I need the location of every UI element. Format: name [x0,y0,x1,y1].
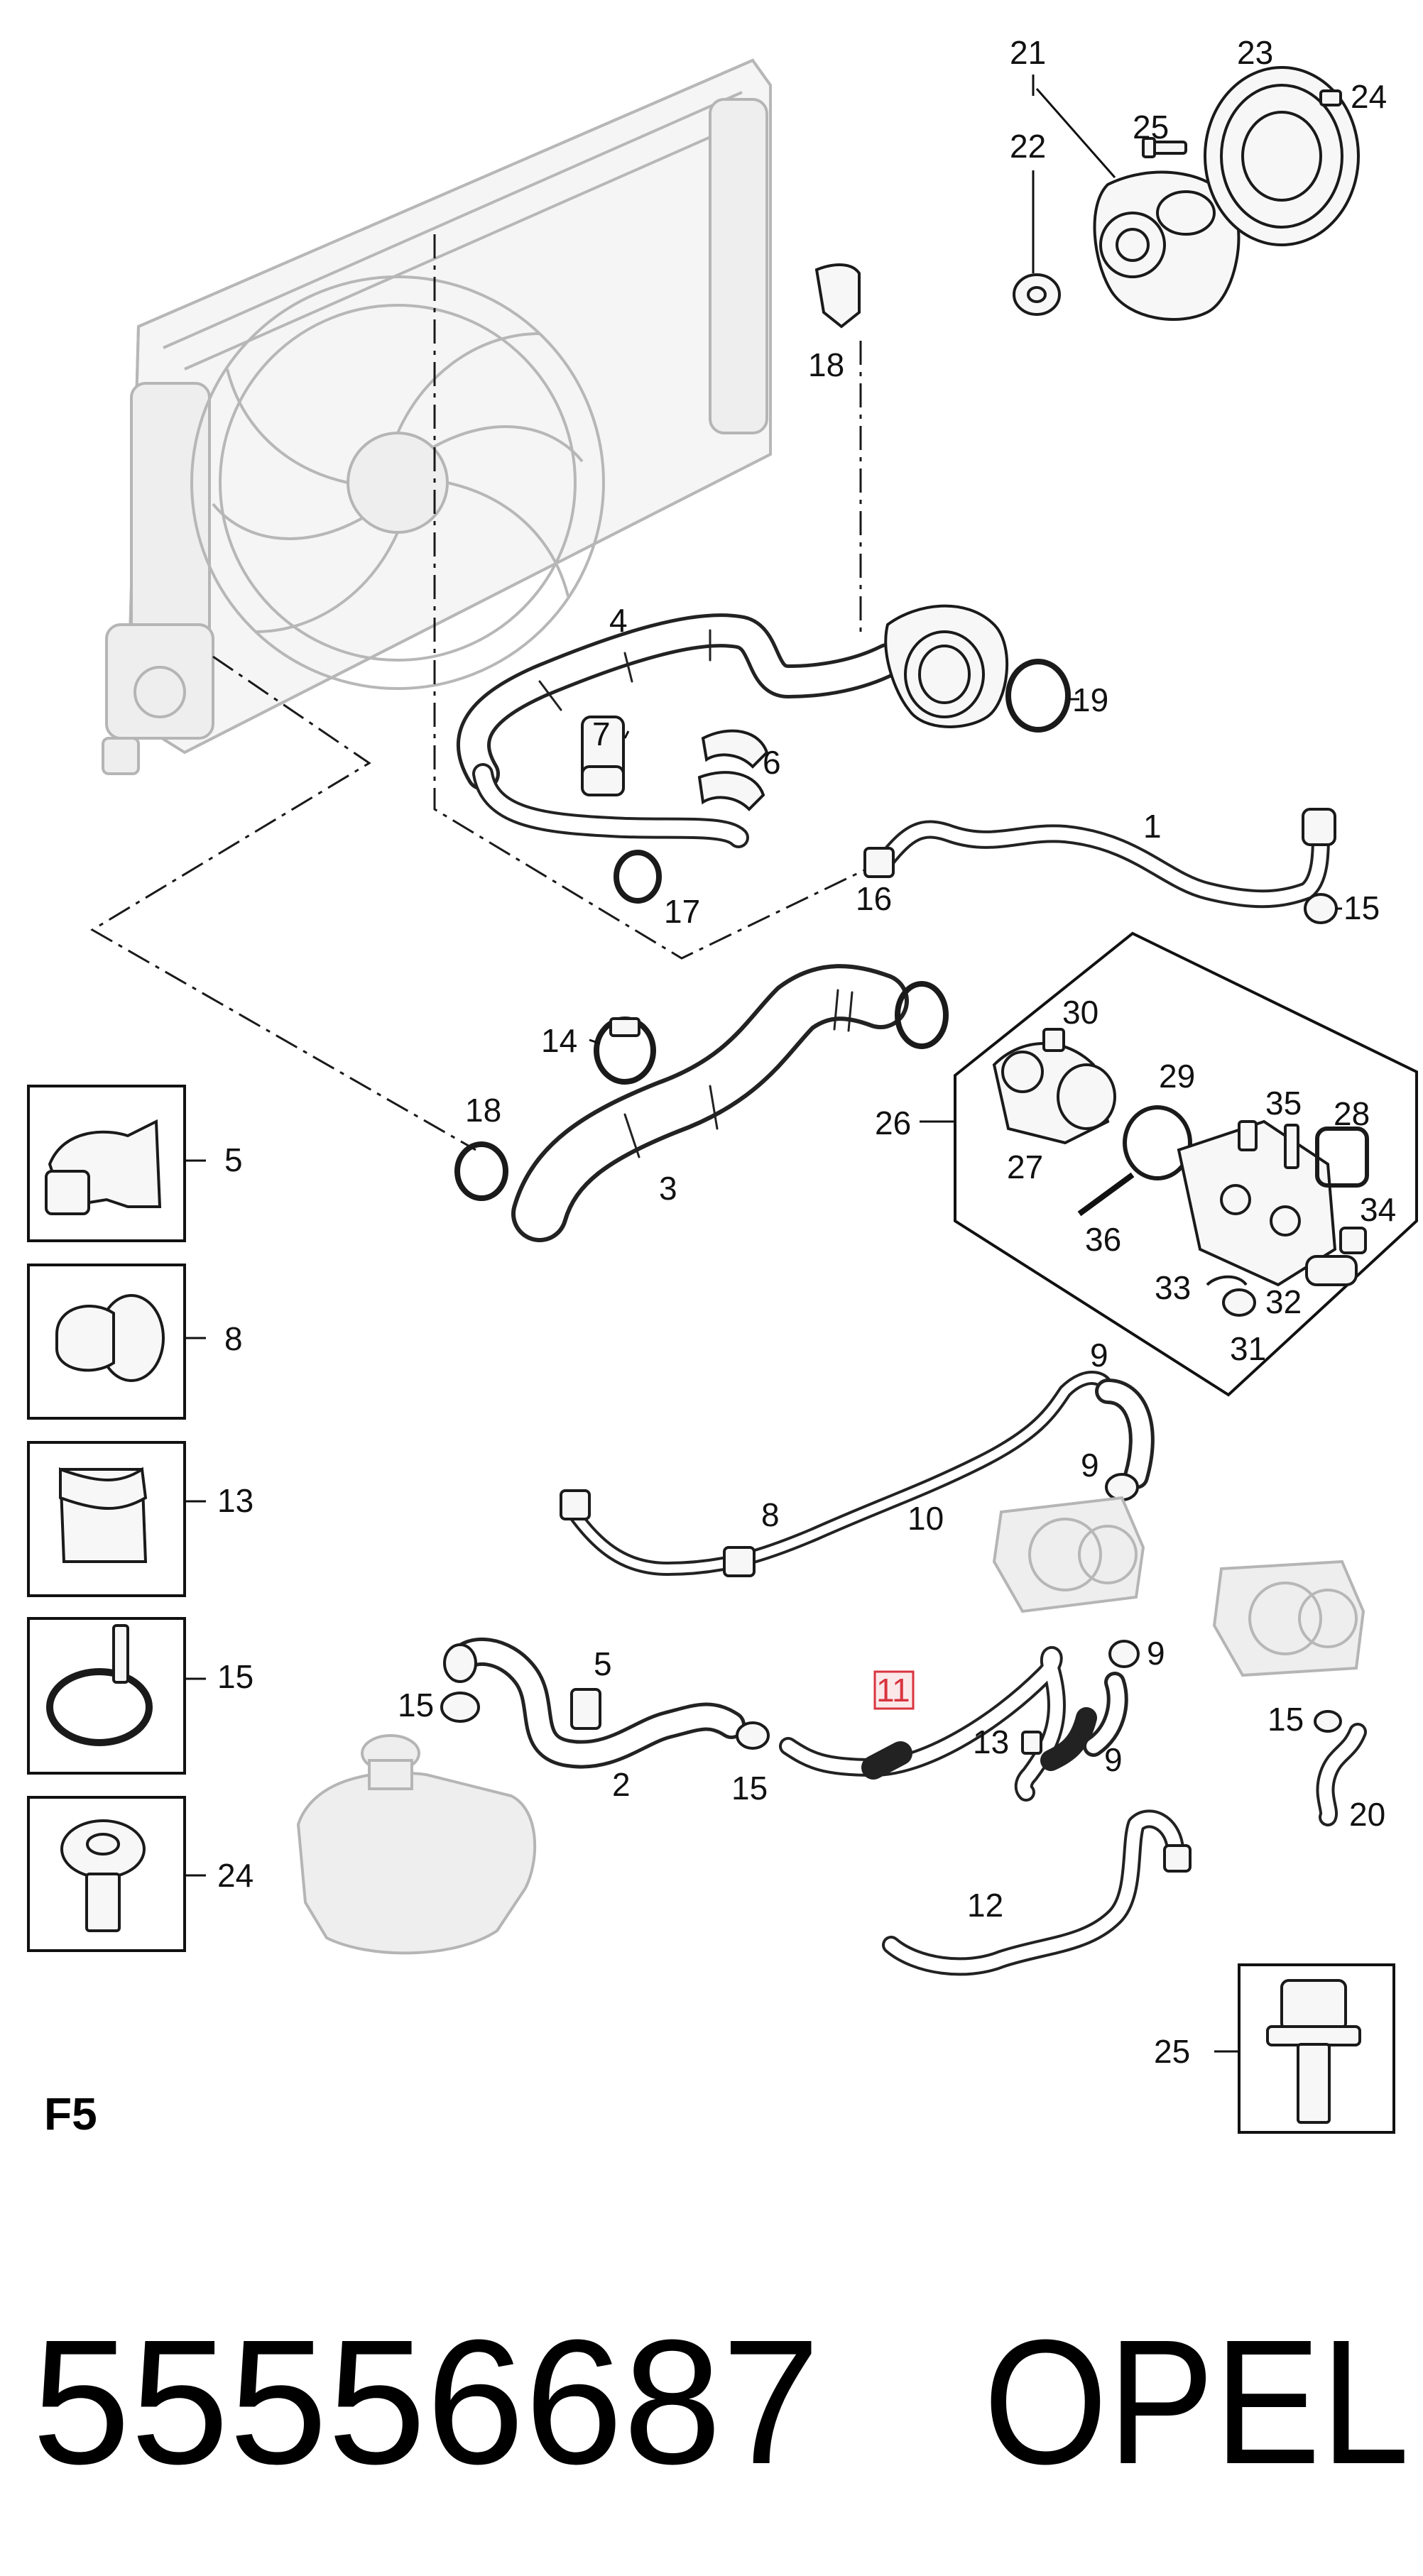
callout-11: 11 [876,1672,910,1709]
water-pump [1093,170,1241,321]
pump-seal-ring [1013,273,1061,316]
callout-36: 36 [1085,1221,1121,1258]
callout-35: 35 [1265,1085,1302,1122]
callout-15b: 15 [217,1658,253,1695]
callout-33: 33 [1155,1269,1191,1306]
callout-7: 7 [592,716,611,752]
hose-clamp-18-upper [814,263,861,329]
lower-radiator-hose [511,964,909,1242]
callout-21: 21 [1010,34,1046,71]
callout-13: 13 [217,1482,253,1519]
hose-clip-9-lower [1108,1640,1140,1668]
hose-clamp-17 [614,850,662,904]
callout-9b: 9 [1081,1447,1099,1484]
quick-connector-16 [863,847,895,878]
sheet-code: F5 [44,2088,97,2139]
upper-radiator-hose [457,613,905,848]
pump-bolt [1142,137,1187,158]
highlight-box [873,1670,915,1710]
hose-clamp-6 [697,729,769,811]
callout-9d: 9 [1104,1741,1123,1778]
brand-name: OPEL [983,2303,1410,2501]
callout-6: 6 [763,744,781,781]
radiator-assembly [102,58,772,775]
pulley [1204,66,1360,246]
callout-15a: 15 [1343,889,1380,926]
detail-box-5 [27,1085,206,1242]
callout-16: 16 [856,880,892,917]
callout-22: 22 [1010,128,1046,165]
hose-20 [1314,1710,1367,1826]
hose-clamp-19 [1005,659,1071,733]
callout-31: 31 [1230,1330,1266,1367]
detail-box-25 [1214,1963,1395,2134]
callout-13b: 13 [973,1723,1009,1760]
hose-clip-15-left [440,1692,480,1723]
pulley-bolt [1319,89,1342,106]
callout-5: 5 [224,1141,243,1178]
callout-18a: 18 [808,346,844,383]
hose-clamp-near-lower-hose [895,981,949,1049]
hose-clamp-18-lower [454,1141,508,1201]
coolant-hose-2 [443,1637,746,1769]
callout-9c: 9 [1147,1635,1165,1672]
callout-1: 1 [1143,808,1162,845]
callout-4: 4 [609,602,628,639]
thermostat-housing-box [920,931,1418,1397]
callout-2: 2 [612,1766,631,1803]
callout-12: 12 [967,1887,1003,1924]
throttle-body-ghost-1 [992,1496,1145,1613]
callout-15c: 15 [398,1687,434,1723]
callout-24: 24 [1351,78,1387,115]
hose-clamp-7 [581,716,625,796]
detail-box-15 [27,1617,206,1775]
callout-9a: 9 [1090,1337,1108,1374]
hose-10 [560,1371,1155,1577]
detail-box-13 [27,1441,206,1597]
callout-18b: 18 [465,1092,501,1129]
callout-15d: 15 [731,1770,768,1807]
callout-26: 26 [875,1105,911,1141]
callout-10: 10 [907,1500,944,1537]
coolant-hose-12 [882,1809,1192,1976]
expansion-tank-ghost [296,1734,537,1955]
throttle-body-ghost-2 [1212,1560,1365,1677]
callout-29: 29 [1159,1058,1195,1095]
callout-3: 3 [659,1170,677,1207]
callout-27: 27 [1007,1149,1043,1185]
callout-19: 19 [1072,681,1108,718]
callout-28: 28 [1334,1095,1370,1132]
callout-8b: 8 [761,1496,780,1533]
callout-5b: 5 [594,1645,612,1682]
hose-clamp-14 [594,1016,656,1085]
callout-25a: 25 [1133,109,1169,146]
callout-labels: 1 2 3 4 5 5 6 7 8 8 9 9 9 9 10 11 12 13 … [217,34,1396,2070]
callout-23: 23 [1237,34,1273,71]
detail-box-24 [27,1796,206,1952]
callout-30: 30 [1062,994,1098,1031]
heater-hose-1 [875,808,1336,909]
thermostat-elbow [884,604,1009,728]
callout-34: 34 [1360,1191,1396,1228]
hose-clip-13 [1021,1731,1042,1755]
detail-box-8 [27,1264,206,1420]
callout-8: 8 [224,1320,243,1357]
callout-15e: 15 [1267,1701,1304,1738]
callout-14: 14 [541,1022,577,1059]
hose-clip-15-mid [736,1721,770,1750]
coolant-hose-11 [779,1646,1128,1802]
assembly-dash-lines [90,234,888,1151]
part-number: 55556687 [32,2303,820,2501]
callout-17: 17 [664,893,700,930]
callout-24b: 24 [217,1857,253,1894]
callout-32: 32 [1265,1283,1302,1320]
callout-25b: 25 [1154,2033,1190,2070]
callout-20: 20 [1349,1796,1385,1833]
hose-clip-15-top [1304,893,1338,924]
